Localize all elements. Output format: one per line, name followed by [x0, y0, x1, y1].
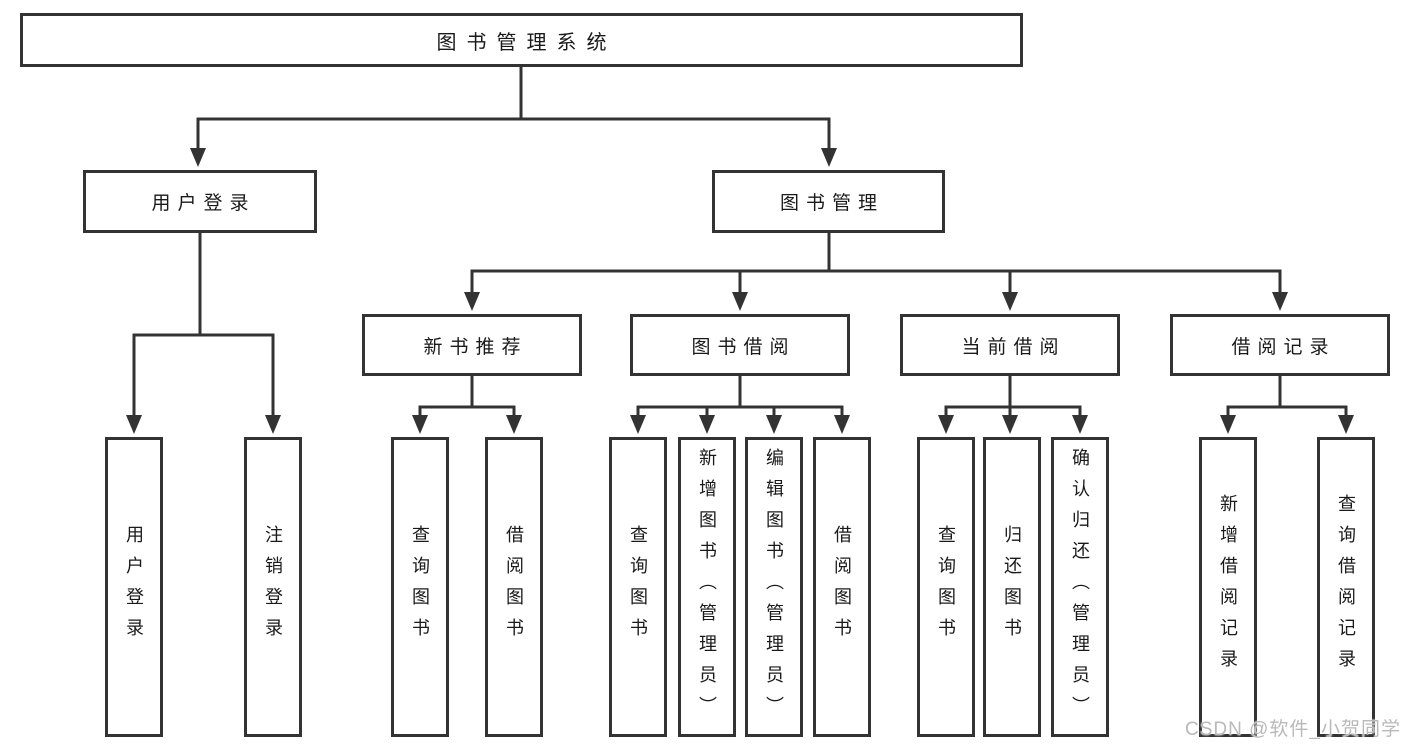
csdn-watermark: CSDN @软件_小贺同学	[1185, 719, 1401, 740]
leaf-borrow-books-borrowing: 借阅图书	[813, 437, 871, 737]
node-label: 查询图书	[410, 525, 430, 649]
node-label: 查询图书	[936, 525, 956, 649]
leaf-query-books-current: 查询图书	[917, 437, 975, 737]
leaf-return-book: 归还图书	[983, 437, 1041, 737]
leaf-query-borrow-record: 查询借阅记录	[1317, 437, 1375, 737]
node-label: 注销登录	[263, 525, 283, 649]
leaf-borrow-books-recommend: 借阅图书	[485, 437, 543, 737]
node-book-borrowing: 图书借阅	[630, 314, 850, 376]
node-book-management: 图书管理	[712, 170, 945, 233]
node-label: 确认归还（管理员）	[1070, 447, 1090, 727]
leaf-logout: 注销登录	[244, 437, 302, 737]
leaf-add-book-admin: 新增图书（管理员）	[678, 437, 736, 737]
node-label: 借阅图书	[832, 525, 852, 649]
node-label: 新书推荐	[423, 336, 528, 358]
node-library-management-system: 图书管理系统	[20, 13, 1023, 67]
node-current-borrowing: 当前借阅	[900, 314, 1120, 376]
node-label: 借阅记录	[1231, 336, 1336, 358]
leaf-add-borrow-record: 新增借阅记录	[1199, 437, 1257, 737]
leaf-user-login: 用户登录	[105, 437, 163, 737]
node-label: 图书管理	[779, 193, 884, 214]
node-label: 图书借阅	[691, 336, 796, 358]
node-label: 当前借阅	[961, 336, 1066, 358]
node-label: 查询借阅记录	[1336, 494, 1356, 680]
node-borrowing-records: 借阅记录	[1170, 314, 1390, 376]
node-label: 借阅图书	[504, 525, 524, 649]
node-label: 查询图书	[628, 525, 648, 649]
node-user-login: 用户登录	[83, 170, 317, 233]
node-new-book-recommendation: 新书推荐	[362, 314, 582, 376]
node-label: 用户登录	[151, 193, 256, 214]
node-label: 编辑图书（管理员）	[764, 447, 784, 727]
leaf-query-books-recommend: 查询图书	[391, 437, 449, 737]
leaf-confirm-return-admin: 确认归还（管理员）	[1051, 437, 1109, 737]
node-label: 图书管理系统	[436, 31, 617, 54]
node-label: 用户登录	[124, 525, 144, 649]
node-label: 新增图书（管理员）	[697, 447, 717, 727]
node-label: 新增借阅记录	[1218, 494, 1238, 680]
leaf-query-books-borrowing: 查询图书	[609, 437, 667, 737]
leaf-edit-book-admin: 编辑图书（管理员）	[745, 437, 803, 737]
node-label: 归还图书	[1002, 525, 1022, 649]
